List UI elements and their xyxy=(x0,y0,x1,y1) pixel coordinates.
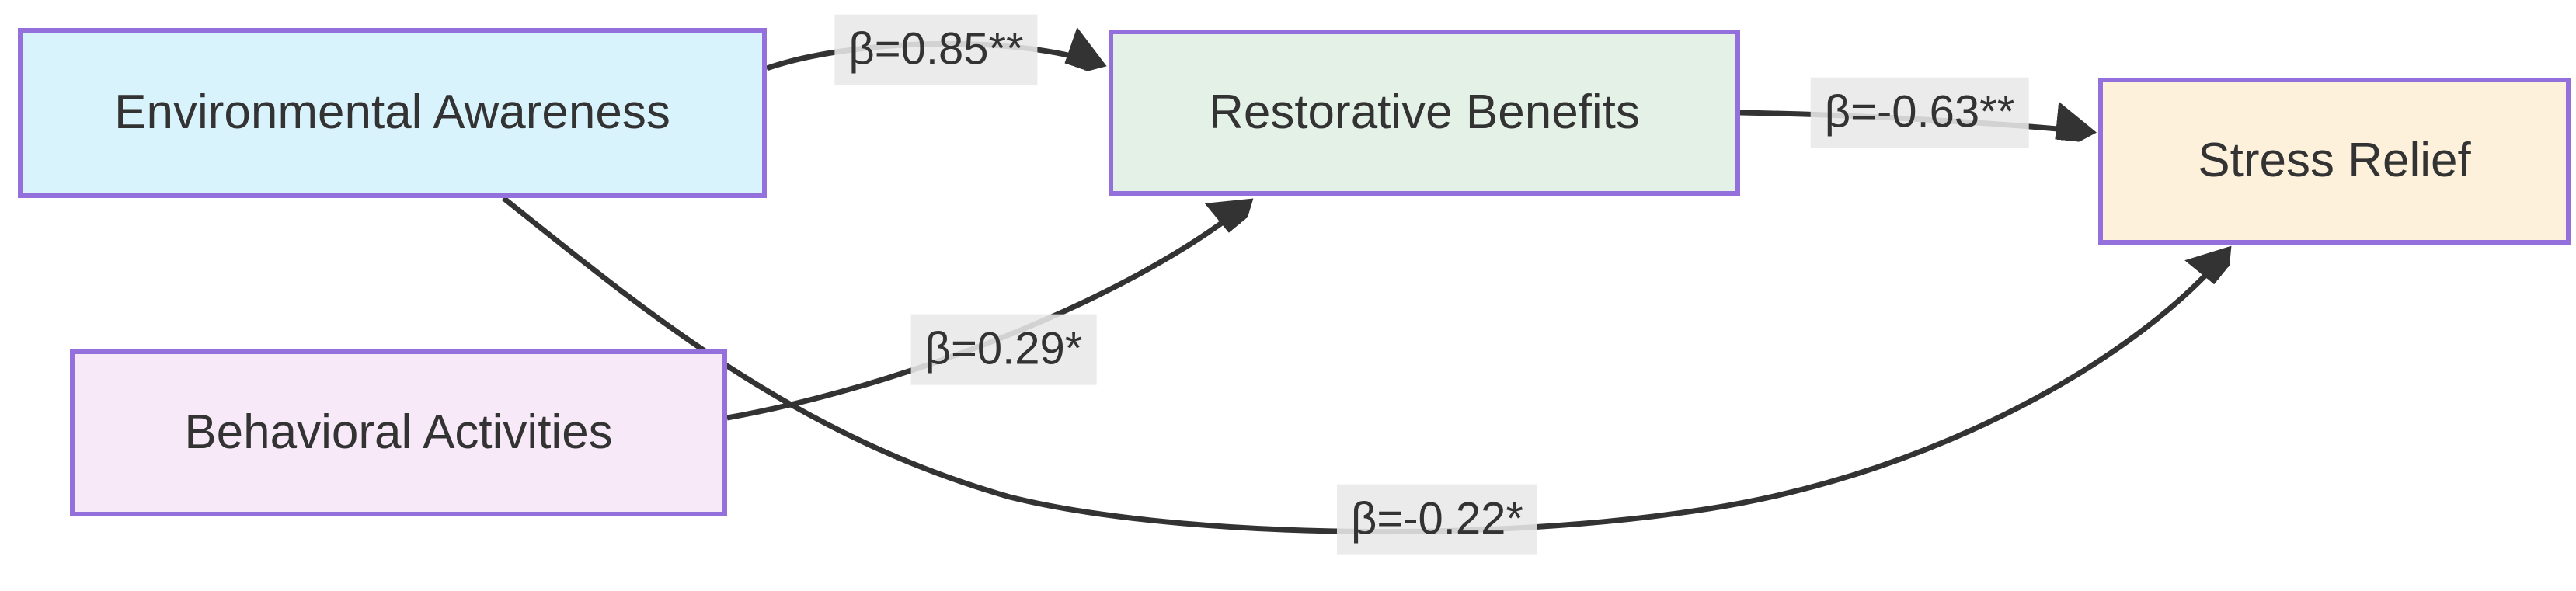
node-stress-relief: Stress Relief xyxy=(2098,78,2571,245)
edge-label-ba-rb: β=0.29* xyxy=(910,314,1097,385)
edge-label-rb-sr: β=-0.63** xyxy=(1810,77,2029,148)
node-restorative-benefits: Restorative Benefits xyxy=(1109,30,1740,196)
edge-ba-to-rb xyxy=(726,202,1249,421)
edge-label-ea-rb: β=0.85** xyxy=(834,14,1038,85)
node-environmental-awareness-label: Environmental Awareness xyxy=(114,85,670,140)
node-stress-relief-label: Stress Relief xyxy=(2198,134,2471,188)
node-behavioral-activities: Behavioral Activities xyxy=(70,349,727,516)
edge-label-ea-sr: β=-0.22* xyxy=(1336,484,1538,555)
node-environmental-awareness: Environmental Awareness xyxy=(18,28,767,198)
node-restorative-benefits-label: Restorative Benefits xyxy=(1209,85,1640,139)
node-behavioral-activities-label: Behavioral Activities xyxy=(184,405,613,460)
edge-ea-to-sr xyxy=(501,196,2228,535)
